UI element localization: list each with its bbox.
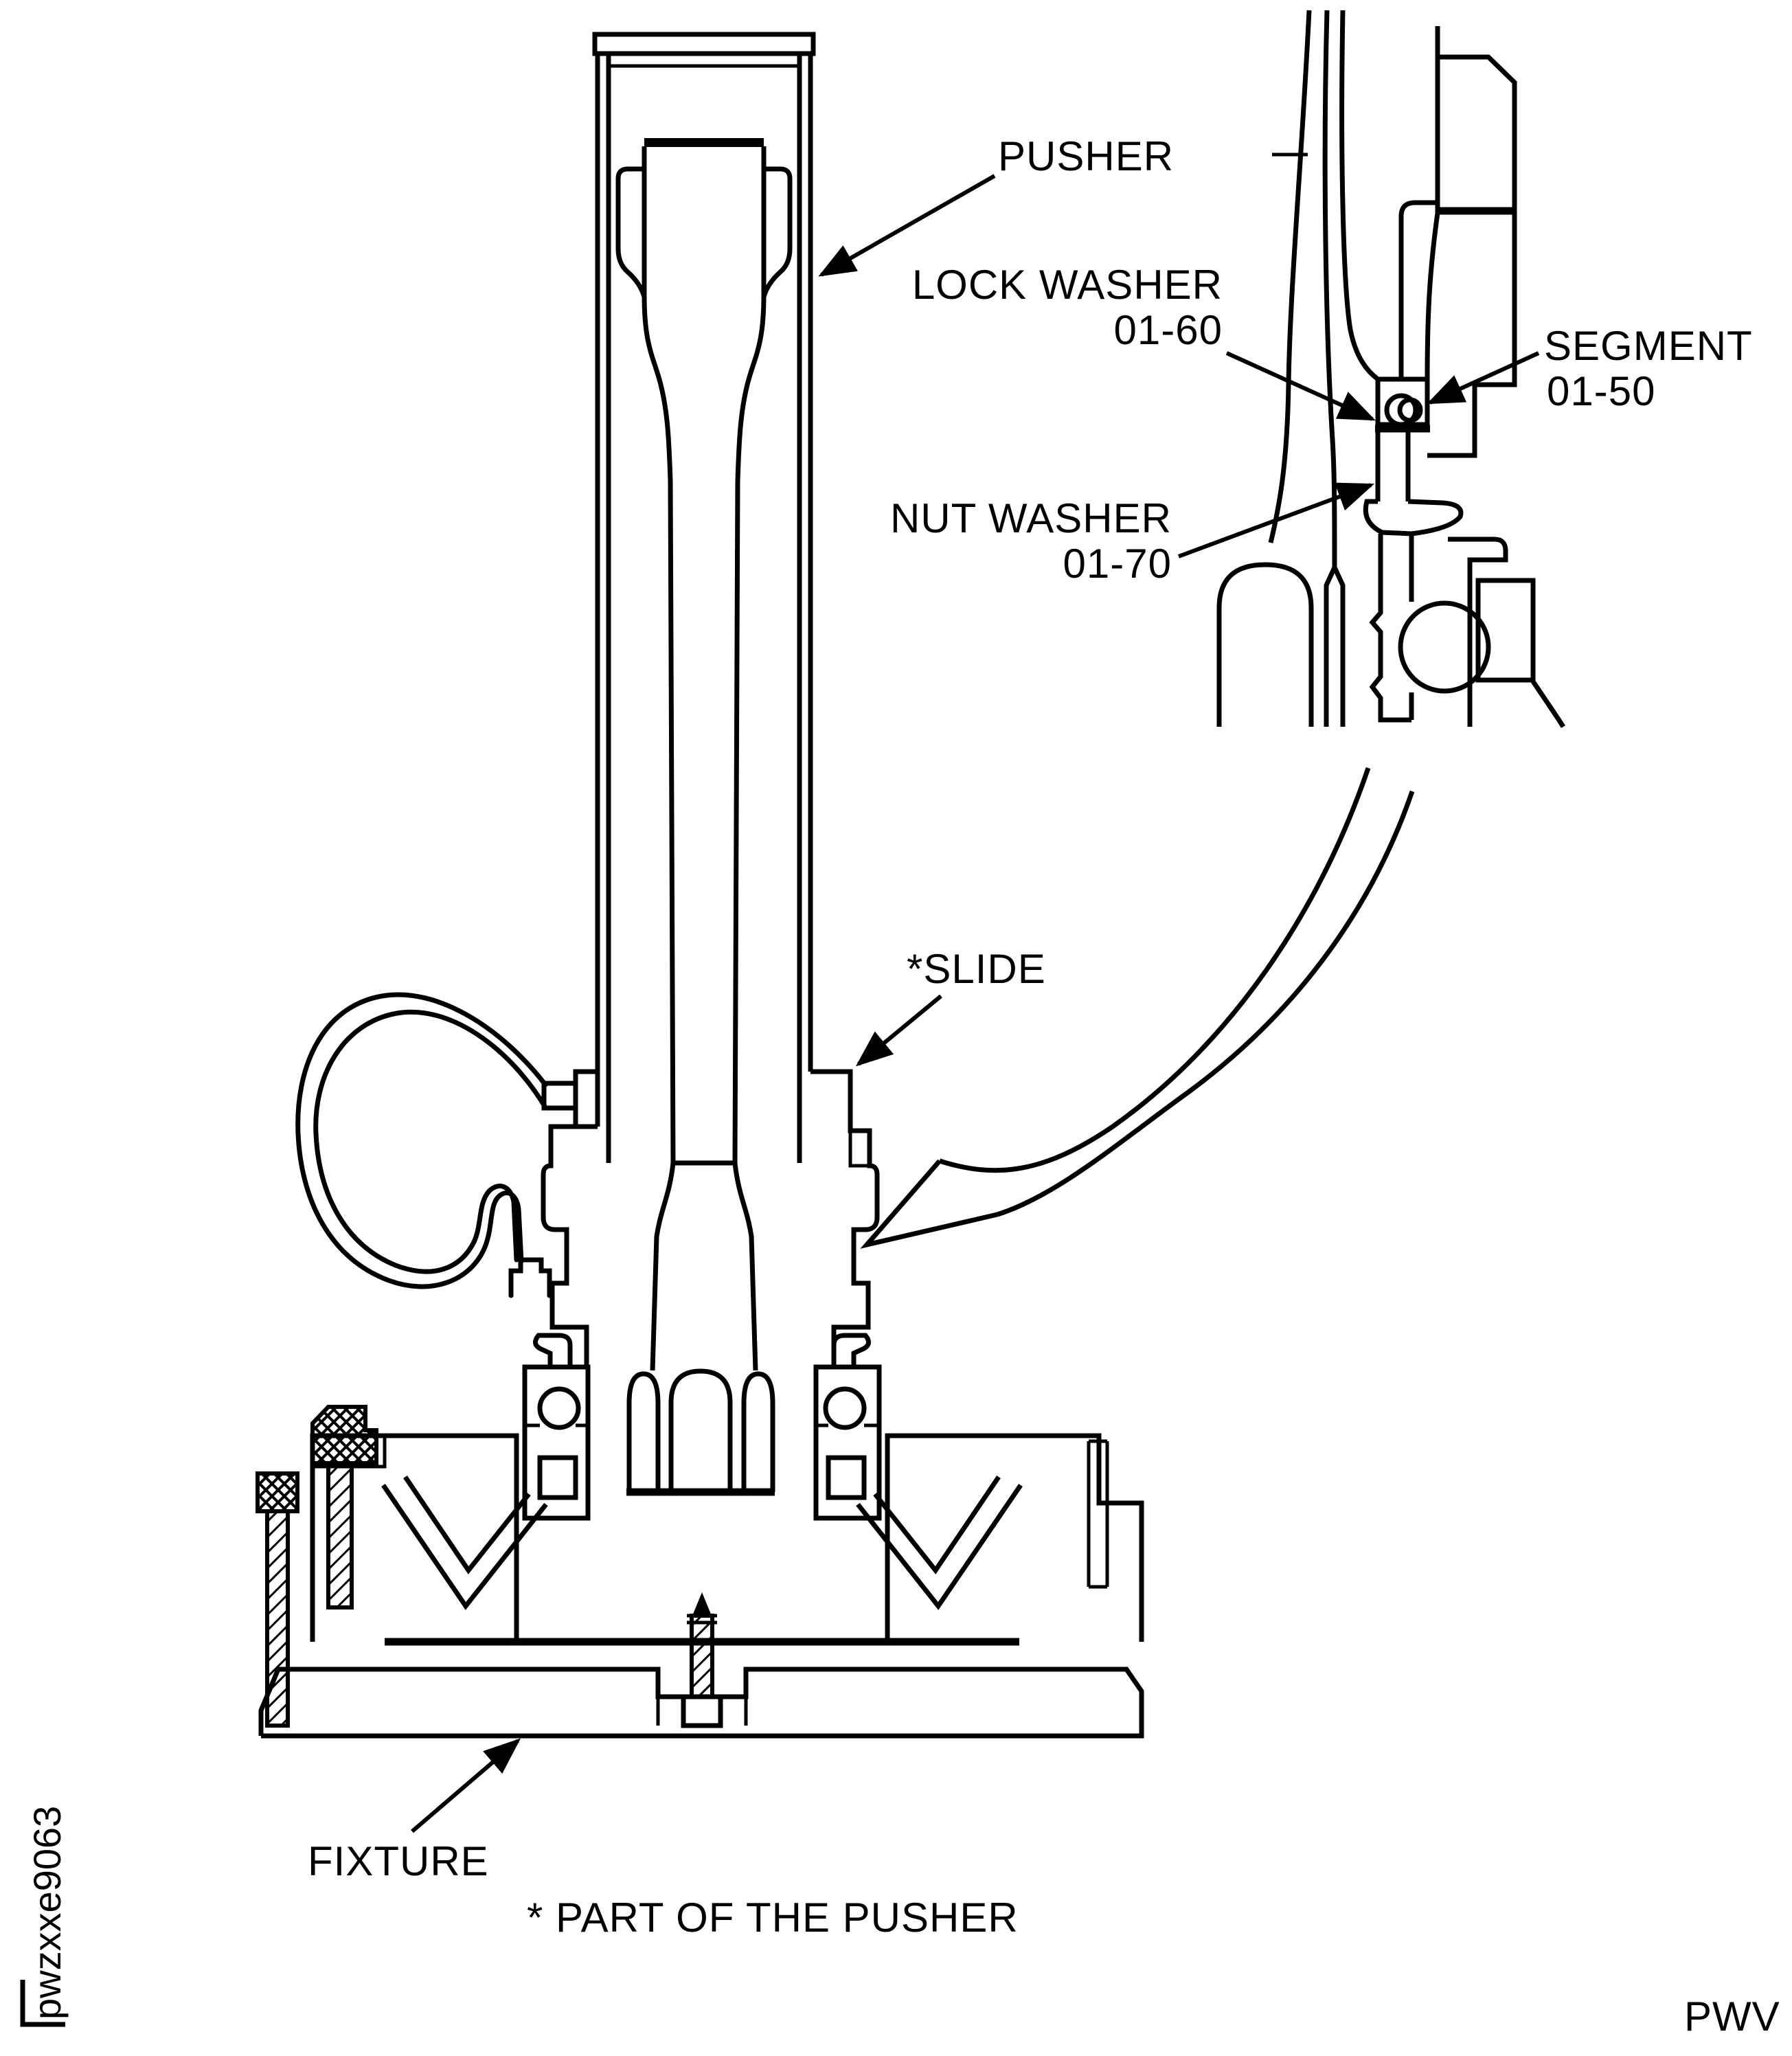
bearing-ball-right bbox=[823, 1386, 867, 1430]
fixture-bolt-outer bbox=[256, 1471, 299, 1728]
nut-washer-leader bbox=[1177, 482, 1375, 558]
inset-slide-block bbox=[1398, 26, 1517, 458]
detail-callout-arrow bbox=[860, 767, 1415, 1249]
main-view bbox=[256, 32, 1144, 1739]
detail-callout-arrowhead bbox=[860, 1159, 998, 1249]
inset-arch bbox=[1216, 562, 1314, 727]
pusher-tube bbox=[592, 32, 816, 1163]
nut-washer-section bbox=[1375, 431, 1411, 501]
bearing-left bbox=[522, 1333, 591, 1521]
slide-leader bbox=[855, 994, 942, 1067]
fixture-leader bbox=[411, 1738, 521, 1833]
fixture-bolt-inner bbox=[310, 1405, 378, 1609]
segment-ring bbox=[1384, 393, 1418, 427]
slide-right bbox=[810, 1069, 880, 1367]
lock-washer-leader bbox=[1225, 351, 1376, 421]
label-fixture: FIXTURE bbox=[308, 1838, 489, 1884]
slide-left bbox=[541, 1069, 598, 1367]
label-nut-washer-ref: 01-70 bbox=[1063, 541, 1172, 587]
inset-bearing-ball bbox=[1398, 600, 1491, 694]
leader-arrows bbox=[411, 174, 1540, 1833]
label-segment: SEGMENT bbox=[1544, 323, 1753, 369]
bearing-right bbox=[813, 1333, 882, 1521]
label-lock-washer: LOCK WASHER bbox=[912, 262, 1223, 308]
label-footnote: * PART OF THE PUSHER bbox=[527, 1895, 1019, 1941]
bearing-ball-left bbox=[537, 1386, 581, 1430]
inset-bearing bbox=[1398, 536, 1565, 728]
label-page-code: PWV bbox=[1684, 1993, 1780, 2040]
wire-fitting bbox=[508, 1257, 552, 1298]
loop-anchor-tab bbox=[541, 1081, 576, 1111]
segment-leader bbox=[1427, 351, 1540, 405]
figure-code-bracket bbox=[20, 1980, 65, 2027]
center-screw bbox=[656, 1592, 748, 1728]
label-nut-washer: NUT WASHER bbox=[890, 495, 1172, 541]
inset-washer-stack bbox=[1363, 376, 1464, 723]
pusher-rod bbox=[615, 138, 793, 1496]
label-figure-code: pwzxxe9063 bbox=[25, 1806, 69, 2020]
label-segment-ref: 01-50 bbox=[1547, 368, 1655, 414]
retaining-wire-loop bbox=[295, 992, 552, 1298]
label-slide: *SLIDE bbox=[907, 946, 1046, 992]
label-lock-washer-ref: 01-60 bbox=[1114, 307, 1223, 353]
pusher-leader bbox=[818, 174, 996, 277]
label-pusher: PUSHER bbox=[998, 133, 1174, 179]
labels: PUSHER LOCK WASHER 01-60 SEGMENT 01-50 N… bbox=[20, 133, 1780, 2040]
